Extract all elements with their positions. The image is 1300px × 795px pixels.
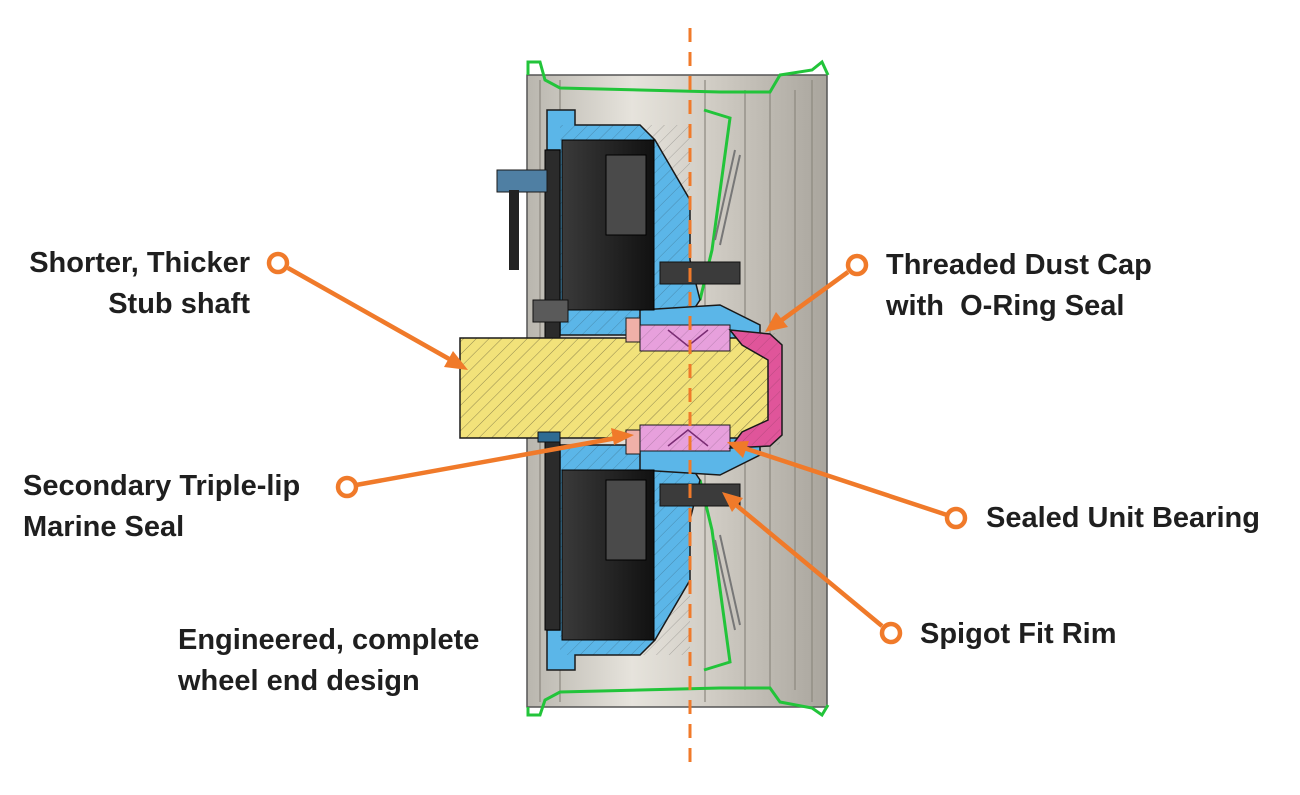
rim-flange-bottom: [526, 686, 830, 718]
callout-stub-shaft: Shorter, Thicker Stub shaft: [14, 243, 250, 325]
wheel-stud-bottom: [659, 483, 741, 507]
callout-wheel-end: Engineered, complete wheel end design: [178, 620, 479, 702]
rim-spokes: [714, 149, 741, 631]
wheel-stud-top: [659, 261, 741, 285]
callout-wheel-end-line-1: Engineered, complete: [178, 624, 480, 656]
callout-unit-bearing: Sealed Unit Bearing: [986, 498, 1260, 539]
mount-bolt: [509, 190, 519, 270]
callout-stub-shaft-line-2: Stub shaft: [108, 288, 250, 320]
dust-cap-hatch: [735, 333, 780, 445]
anchor-pin: [532, 299, 569, 323]
stub-shaft-hatch: [460, 338, 778, 438]
dust-cap-leader: [765, 253, 869, 332]
callout-leaders: [266, 251, 968, 645]
marine-seal-leader: [335, 428, 634, 499]
callout-marine-seal: Secondary Triple-lip Marine Seal: [23, 466, 300, 548]
rim-flange-top: [526, 59, 830, 94]
callout-dust-cap-line-1: Threaded Dust Cap: [886, 249, 1152, 281]
stub-shaft: [459, 337, 779, 439]
callout-wheel-end-line-2: wheel end design: [178, 665, 420, 697]
callout-unit-bearing-line-1: Sealed Unit Bearing: [986, 502, 1260, 534]
bearing-rollers: [667, 329, 709, 447]
seal-ring-lower: [537, 431, 561, 443]
mount-bracket: [496, 169, 548, 193]
sealed-unit-bearing: [639, 324, 731, 452]
callout-dust-cap: Threaded Dust Cap with O-Ring Seal: [886, 245, 1152, 327]
callout-stub-shaft-line-1: Shorter, Thicker: [29, 247, 250, 279]
spigot-rim-leader: [722, 492, 903, 645]
callout-marine-seal-line-1: Secondary Triple-lip: [23, 470, 301, 502]
bearing-upper-hatch: [640, 325, 730, 351]
shoe-top: [605, 154, 647, 236]
callout-spigot-rim: Spigot Fit Rim: [920, 614, 1117, 655]
shoe-bottom: [605, 479, 647, 561]
callout-dust-cap-line-2: with O-Ring Seal: [886, 290, 1125, 322]
wheel-studs: [659, 261, 741, 507]
unit-bearing-leader: [727, 441, 968, 530]
dust-cap: [728, 329, 783, 449]
callout-spigot-rim-line-1: Spigot Fit Rim: [920, 618, 1117, 650]
marine-seal: [537, 317, 641, 455]
stub-shaft-leader: [266, 251, 468, 370]
callout-marine-seal-line-2: Marine Seal: [23, 511, 185, 543]
bearing-lower-hatch: [640, 425, 730, 451]
marine-seal-upper: [625, 317, 641, 343]
